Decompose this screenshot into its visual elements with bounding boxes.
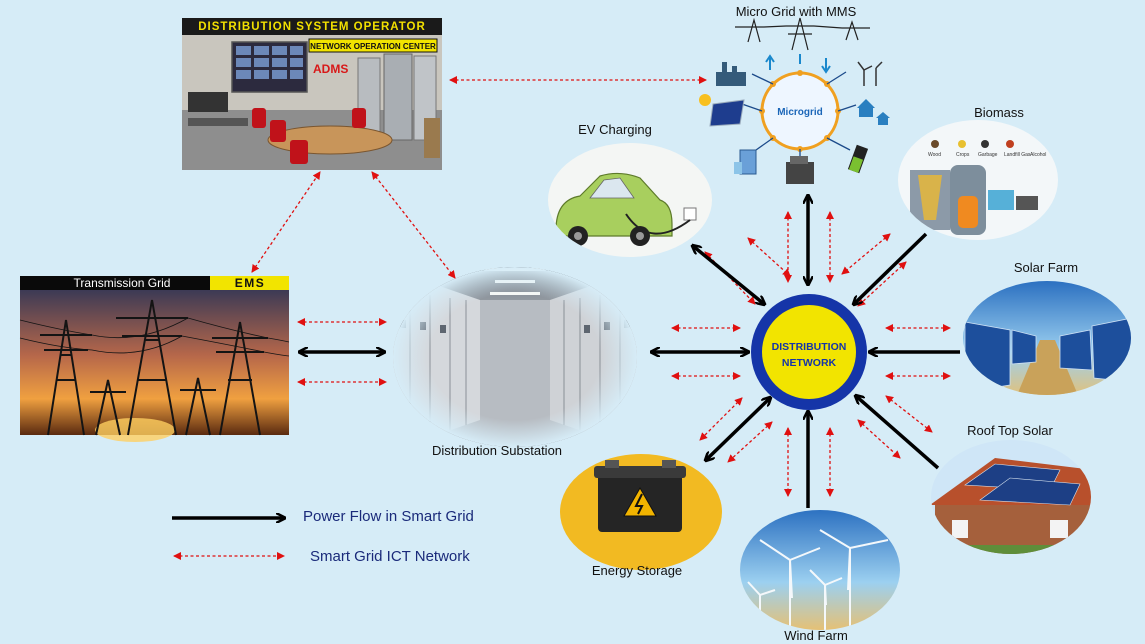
solar-farm: Solar Farm xyxy=(963,260,1131,395)
legend: Power Flow in Smart Grid Smart Grid ICT … xyxy=(172,508,474,565)
wind-farm-label: Wind Farm xyxy=(784,628,848,643)
wind-farm: Wind Farm xyxy=(740,510,900,643)
storage-label: Energy Storage xyxy=(592,563,682,578)
energy-storage: Energy Storage xyxy=(560,454,722,578)
biomass-item: Landfill Gas xyxy=(1004,152,1031,158)
building-icon xyxy=(734,149,757,175)
ict-arrow xyxy=(857,419,901,459)
house-icon xyxy=(857,99,890,125)
substation-label: Distribution Substation xyxy=(432,443,562,458)
ict-arrow xyxy=(747,237,791,277)
biomass-item: Wood xyxy=(928,152,941,158)
legend-power: Power Flow in Smart Grid xyxy=(303,508,474,525)
distribution-substation: Distribution Substation xyxy=(393,267,637,458)
power-arrow xyxy=(693,246,764,304)
ict-arrow xyxy=(251,171,321,273)
battery-icon xyxy=(594,460,686,532)
hub-line2: NETWORK xyxy=(782,357,837,369)
distribution-network-hub: DISTRIBUTION NETWORK xyxy=(751,294,867,410)
adms-label: ADMS xyxy=(313,62,348,76)
solar-panel-icon xyxy=(709,99,745,127)
noc-label: NETWORK OPERATION CENTER xyxy=(310,42,436,51)
rooftop-solar: Roof Top Solar xyxy=(931,423,1091,554)
biomass-label: Biomass xyxy=(974,105,1024,120)
wind-turbine-icon xyxy=(857,61,883,86)
rooftop-label: Roof Top Solar xyxy=(967,423,1053,438)
factory-icon xyxy=(716,62,746,86)
ict-arrow xyxy=(727,421,773,463)
power-arrow xyxy=(854,232,928,304)
ev-label: EV Charging xyxy=(578,122,652,137)
biomass-item: Garbage xyxy=(978,152,998,158)
power-arrow xyxy=(706,398,770,460)
biomass-item: Crops xyxy=(956,152,970,158)
pylon-icons xyxy=(40,299,268,436)
ict-arrow xyxy=(371,171,456,279)
biomass-item: Alcohol xyxy=(1030,152,1046,158)
dso-control-room: DISTRIBUTION SYSTEM OPERATOR NETWORK OPE… xyxy=(182,18,442,170)
hub-line1: DISTRIBUTION xyxy=(772,341,847,353)
sun-icon xyxy=(699,94,711,106)
transmission-grid: Transmission Grid EMS xyxy=(19,276,290,442)
battery-icon xyxy=(847,144,869,174)
dso-title: DISTRIBUTION SYSTEM OPERATOR xyxy=(198,21,426,33)
legend-ict: Smart Grid ICT Network xyxy=(310,548,470,565)
generator-icon xyxy=(786,156,814,184)
power-links xyxy=(300,196,960,508)
ict-arrow xyxy=(699,397,743,441)
ict-arrow xyxy=(885,395,933,433)
solar-farm-label: Solar Farm xyxy=(1014,260,1078,275)
ems-label: EMS xyxy=(235,276,266,290)
microgrid-title: Micro Grid with MMS xyxy=(736,4,857,19)
pylon-icons xyxy=(735,17,870,51)
ict-arrow xyxy=(841,233,891,275)
biomass: Wood Crops Garbage Landfill Gas Alcohol … xyxy=(898,105,1058,240)
ev-charging: EV Charging xyxy=(548,122,712,257)
transmission-title: Transmission Grid xyxy=(74,276,171,290)
ict-arrow xyxy=(857,261,907,307)
microgrid-center: Microgrid xyxy=(777,107,823,118)
power-arrow xyxy=(856,396,940,470)
microgrid: Micro Grid with MMS Microgrid xyxy=(699,4,890,184)
